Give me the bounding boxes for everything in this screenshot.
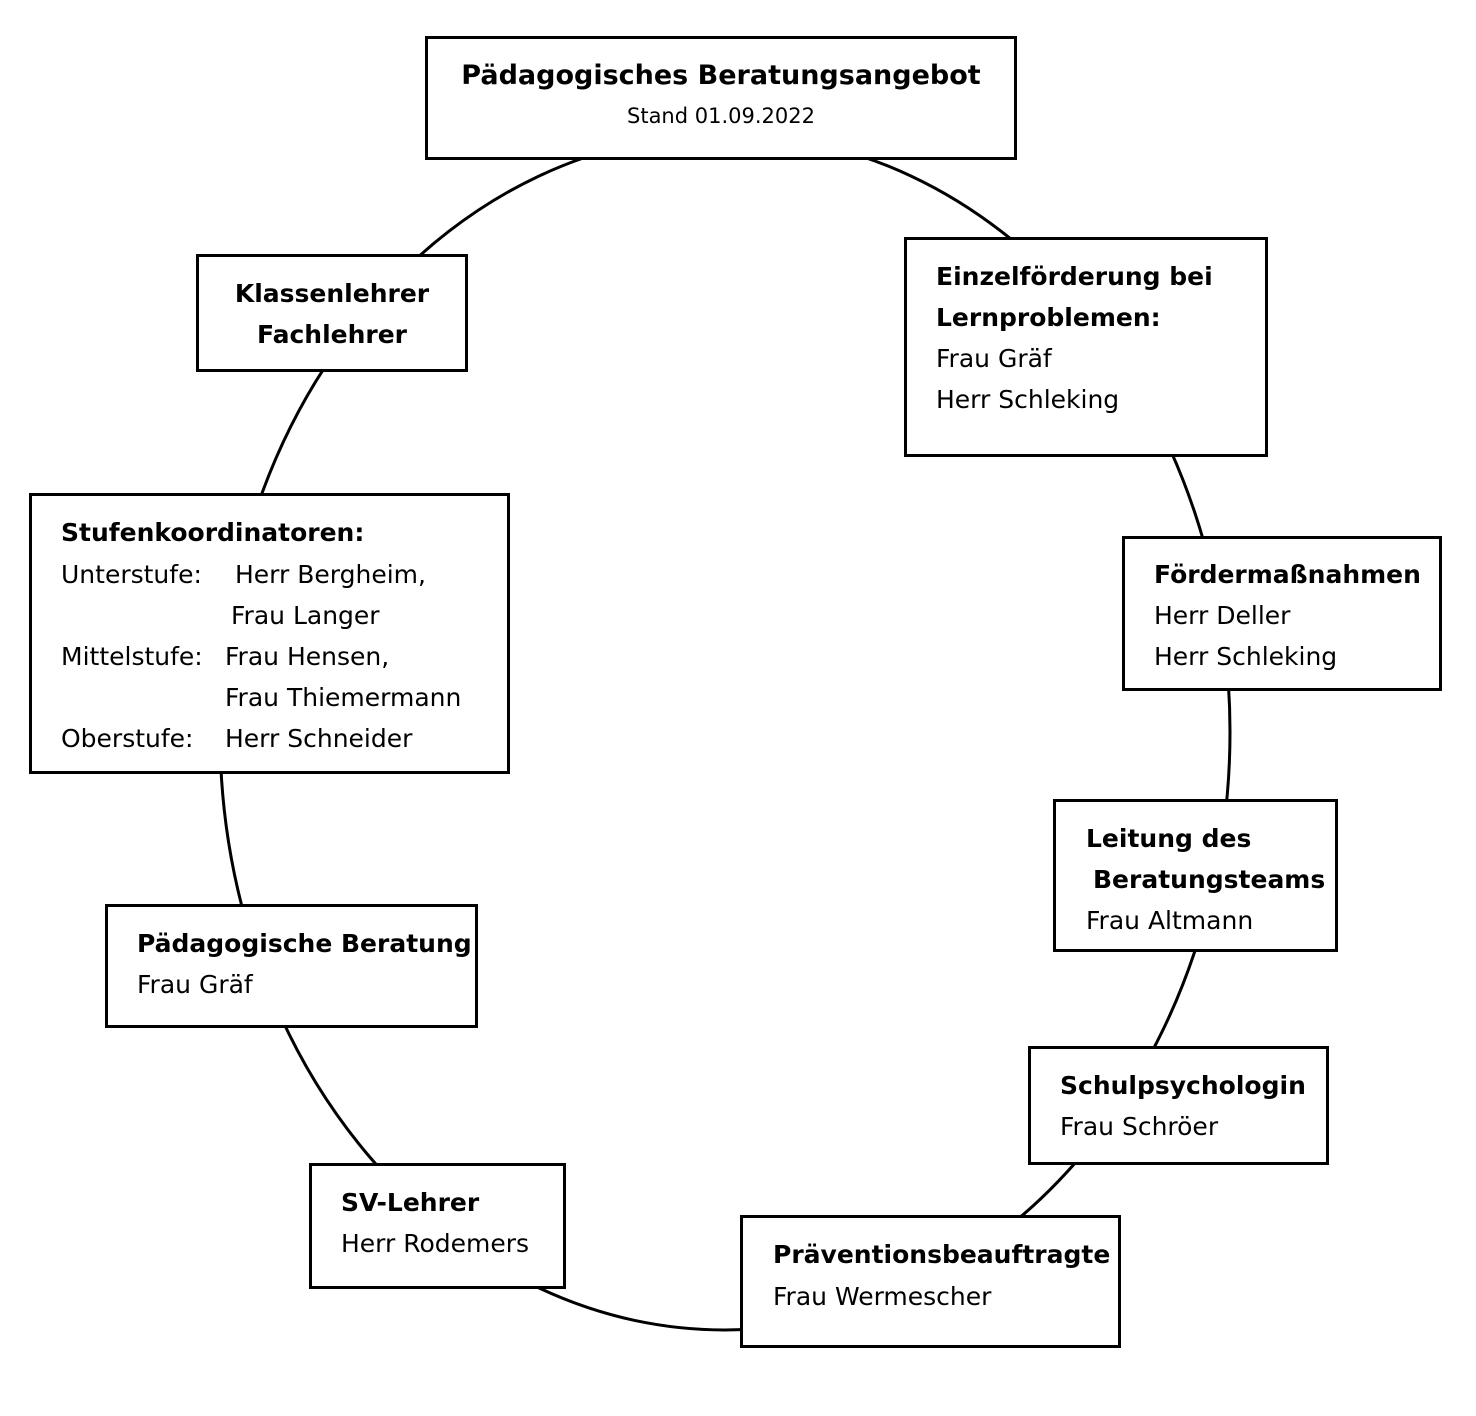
unterstufe-label: Unterstufe: [61, 560, 202, 589]
oberstufe-person1: Herr Schneider [225, 724, 413, 753]
node-einzelfoerderung-person1: Frau Gräf [936, 344, 1052, 373]
oberstufe-label: Oberstufe: [61, 724, 194, 753]
node-leitung-person1: Frau Altmann [1086, 906, 1254, 935]
node-paedagogische-beratung: Pädagogische Beratung Frau Gräf [105, 904, 478, 1028]
node-leitung-heading1: Leitung des [1086, 824, 1252, 853]
node-foerdermassnahmen-person2: Herr Schleking [1154, 642, 1338, 671]
node-klassenlehrer-line1: Klassenlehrer [234, 279, 430, 308]
node-klassenlehrer: Klassenlehrer Fachlehrer [196, 254, 468, 372]
node-foerdermassnahmen-heading: Fördermaßnahmen [1154, 560, 1421, 589]
node-einzelfoerderung-person2: Herr Schleking [936, 385, 1120, 414]
mittelstufe-person2: Frau Thiemermann [225, 683, 462, 712]
node-einzelfoerderung: Einzelförderung bei Lernproblemen: Frau … [904, 237, 1268, 457]
unterstufe-person1: Herr Bergheim, [235, 560, 426, 589]
node-klassenlehrer-line2: Fachlehrer [256, 320, 408, 349]
node-stufenkoordinatoren: Stufenkoordinatoren: Unterstufe: Herr Be… [29, 493, 510, 774]
node-paedagogische-beratung-heading: Pädagogische Beratung [137, 929, 472, 958]
node-leitung-heading2: Beratungsteams [1093, 865, 1326, 894]
title-box: Pädagogisches Beratungsangebot Stand 01.… [425, 36, 1017, 160]
node-paedagogische-beratung-person1: Frau Gräf [137, 970, 253, 999]
mittelstufe-person1: Frau Hensen, [225, 642, 390, 671]
node-stufenkoordinatoren-heading: Stufenkoordinatoren: [61, 518, 365, 547]
node-praevention-person1: Frau Wermescher [773, 1282, 992, 1311]
node-einzelfoerderung-heading1: Einzelförderung bei [936, 262, 1213, 291]
node-foerdermassnahmen: Fördermaßnahmen Herr Deller Herr Schleki… [1122, 536, 1442, 691]
node-sv-lehrer-person1: Herr Rodemers [341, 1229, 530, 1258]
mittelstufe-label: Mittelstufe: [61, 642, 203, 671]
node-schulpsychologin-heading: Schulpsychologin [1060, 1071, 1306, 1100]
node-sv-lehrer: SV-Lehrer Herr Rodemers [309, 1163, 566, 1289]
node-foerdermassnahmen-person1: Herr Deller [1154, 601, 1291, 630]
node-praevention: Präventionsbeauftragte Frau Wermescher [740, 1215, 1121, 1348]
node-einzelfoerderung-heading2: Lernproblemen: [936, 303, 1161, 332]
diagram-date: Stand 01.09.2022 [627, 104, 815, 128]
diagram-title: Pädagogisches Beratungsangebot [461, 60, 981, 91]
node-praevention-heading: Präventionsbeauftragte [773, 1240, 1111, 1269]
node-sv-lehrer-heading: SV-Lehrer [341, 1188, 480, 1217]
node-leitung: Leitung des Beratungsteams Frau Altmann [1053, 799, 1338, 952]
unterstufe-person2: Frau Langer [231, 601, 380, 630]
node-schulpsychologin: Schulpsychologin Frau Schröer [1028, 1046, 1329, 1165]
node-schulpsychologin-person1: Frau Schröer [1060, 1112, 1219, 1141]
